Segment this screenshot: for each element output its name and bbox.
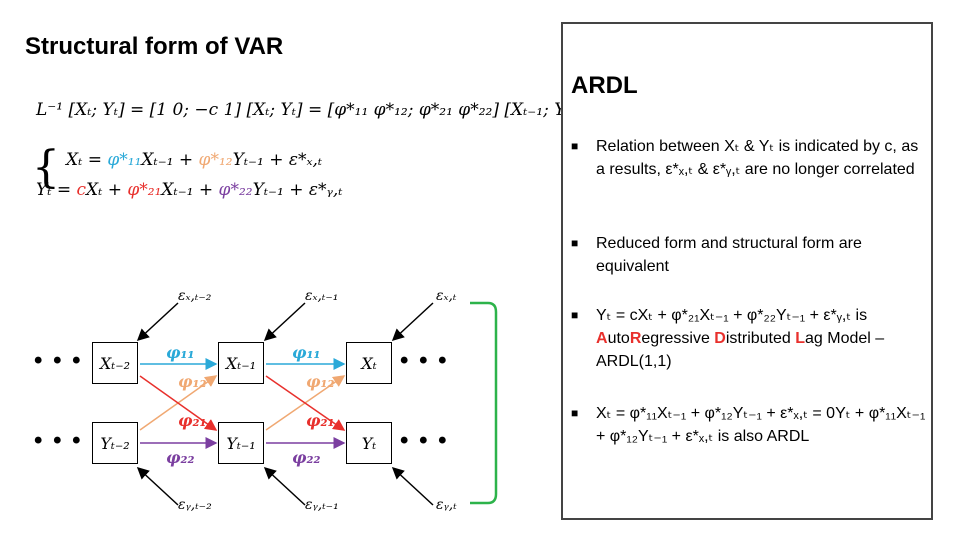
bullet-4: ■ Xₜ = φ*₁₁Xₜ₋₁ + φ*₁₂Yₜ₋₁ + ε*ₓ,ₜ = 0Yₜ…: [571, 402, 926, 448]
err-arrow-x-t1: [263, 302, 306, 342]
error-label-x-t2: εₓ,ₜ₋₂: [178, 288, 212, 304]
node-x-t: Xₜ: [346, 342, 392, 384]
matrix-equation: L⁻¹ [Xₜ; Yₜ] = [1 0; −c 1] [Xₜ; Yₜ] = [φ…: [36, 100, 709, 120]
error-label-x-t1: εₓ,ₜ₋₁: [305, 288, 339, 304]
equation-y-term1: Xₜ +: [86, 180, 128, 200]
acronym-d: D: [714, 330, 726, 347]
word-regressive: egressive: [641, 330, 715, 347]
phi12-star: φ*₁₂: [198, 150, 233, 170]
bullet-4-text: Xₜ = φ*₁₁Xₜ₋₁ + φ*₁₂Yₜ₋₁ + ε*ₓ,ₜ = 0Yₜ +…: [596, 405, 926, 445]
node-y-t-minus-2: Yₜ₋₂: [92, 422, 138, 464]
error-label-y-t2: εᵧ,ₜ₋₂: [178, 497, 212, 513]
word-distributed: istributed: [725, 330, 796, 347]
ellipsis-left-bottom: • • •: [34, 427, 83, 454]
err-arrow-x-t2: [136, 302, 179, 342]
bullet-1: ■ Relation between Xₜ & Yₜ is indicated …: [571, 135, 926, 181]
equation-y-term3: Yₜ₋₁ + ε*ᵧ,ₜ: [252, 180, 343, 200]
acronym-r: R: [629, 330, 642, 347]
acronym-l: L: [795, 330, 806, 347]
word-lag-model: ag Model – ARDL(1,1): [596, 330, 885, 370]
err-arrow-y-t2: [136, 466, 179, 506]
node-x-t-minus-1: Xₜ₋₁: [218, 342, 264, 384]
coef-phi12-2: φ₁₂: [306, 372, 335, 391]
error-label-y-t: εᵧ,ₜ: [436, 497, 457, 513]
equation-x: Xₜ = φ*₁₁Xₜ₋₁ + φ*₁₂Yₜ₋₁ + ε*ₓ,ₜ: [66, 150, 322, 170]
equation-x-lhs: Xₜ =: [66, 150, 108, 170]
node-y-t-minus-1: Yₜ₋₁: [218, 422, 264, 464]
err-arrow-x-t: [391, 302, 434, 342]
coef-phi12-1: φ₁₂: [178, 372, 207, 391]
c-coef: c: [76, 180, 86, 200]
phi11-star: φ*₁₁: [107, 150, 142, 170]
equation-y-term2: Xₜ₋₁ +: [161, 180, 219, 200]
err-arrow-y-t1: [263, 466, 306, 506]
coef-phi21-1: φ₂₁: [178, 411, 207, 430]
error-label-x-t: εₓ,ₜ: [436, 288, 457, 304]
ellipsis-right-bottom: • • •: [400, 427, 449, 454]
coef-phi22-1: φ₂₂: [166, 448, 195, 467]
phi21-arrow-2: [265, 375, 346, 431]
bullet-marker-2: ■: [571, 236, 579, 250]
phi22-star: φ*₂₂: [218, 180, 253, 200]
equation-y-lhs: Yₜ =: [36, 180, 77, 200]
panel-title: ARDL: [571, 72, 638, 99]
node-y-t: Yₜ: [346, 422, 392, 464]
system-brace: {: [32, 142, 60, 193]
phi21-star: φ*₂₁: [127, 180, 162, 200]
ellipsis-left-top: • • •: [34, 347, 83, 374]
acronym-a: A: [596, 330, 608, 347]
equation-x-term1: Xₜ₋₁ +: [141, 150, 199, 170]
coef-phi21-2: φ₂₁: [306, 411, 335, 430]
bullet-marker-1: ■: [571, 139, 579, 153]
bullet-2: ■ Reduced form and structural form are e…: [571, 232, 926, 278]
node-x-t-minus-2: Xₜ₋₂: [92, 342, 138, 384]
bullet-3-lead: Yₜ = cXₜ + φ*₂₁Xₜ₋₁ + φ*₂₂Yₜ₋₁ + ε*ᵧ,ₜ i…: [596, 307, 868, 324]
bullet-marker-4: ■: [571, 406, 579, 420]
ardl-panel: ARDL ■ Relation between Xₜ & Yₜ is indic…: [561, 22, 933, 520]
coef-phi11-2: φ₁₁: [292, 343, 321, 362]
bullet-3: ■ Yₜ = cXₜ + φ*₂₁Xₜ₋₁ + φ*₂₂Yₜ₋₁ + ε*ᵧ,ₜ…: [571, 304, 926, 373]
bullet-marker-3: ■: [571, 308, 579, 322]
error-label-y-t1: εᵧ,ₜ₋₁: [305, 497, 339, 513]
correlation-bracket: [470, 301, 498, 505]
bullet-1-text: Relation between Xₜ & Yₜ is indicated by…: [596, 138, 919, 178]
equation-x-term2: Yₜ₋₁ + ε*ₓ,ₜ: [232, 150, 323, 170]
phi21-arrow-1: [139, 375, 218, 431]
coef-phi22-2: φ₂₂: [292, 448, 321, 467]
bullet-3-text: Yₜ = cXₜ + φ*₂₁Xₜ₋₁ + φ*₂₂Yₜ₋₁ + ε*ᵧ,ₜ i…: [596, 304, 926, 373]
word-auto: uto: [607, 330, 630, 347]
ellipsis-right-top: • • •: [400, 347, 449, 374]
coef-phi11-1: φ₁₁: [166, 343, 195, 362]
equation-y: Yₜ = cXₜ + φ*₂₁Xₜ₋₁ + φ*₂₂Yₜ₋₁ + ε*ᵧ,ₜ: [36, 180, 342, 200]
err-arrow-y-t: [391, 466, 434, 506]
bullet-2-text: Reduced form and structural form are equ…: [596, 235, 862, 275]
slide-title: Structural form of VAR: [25, 33, 284, 60]
